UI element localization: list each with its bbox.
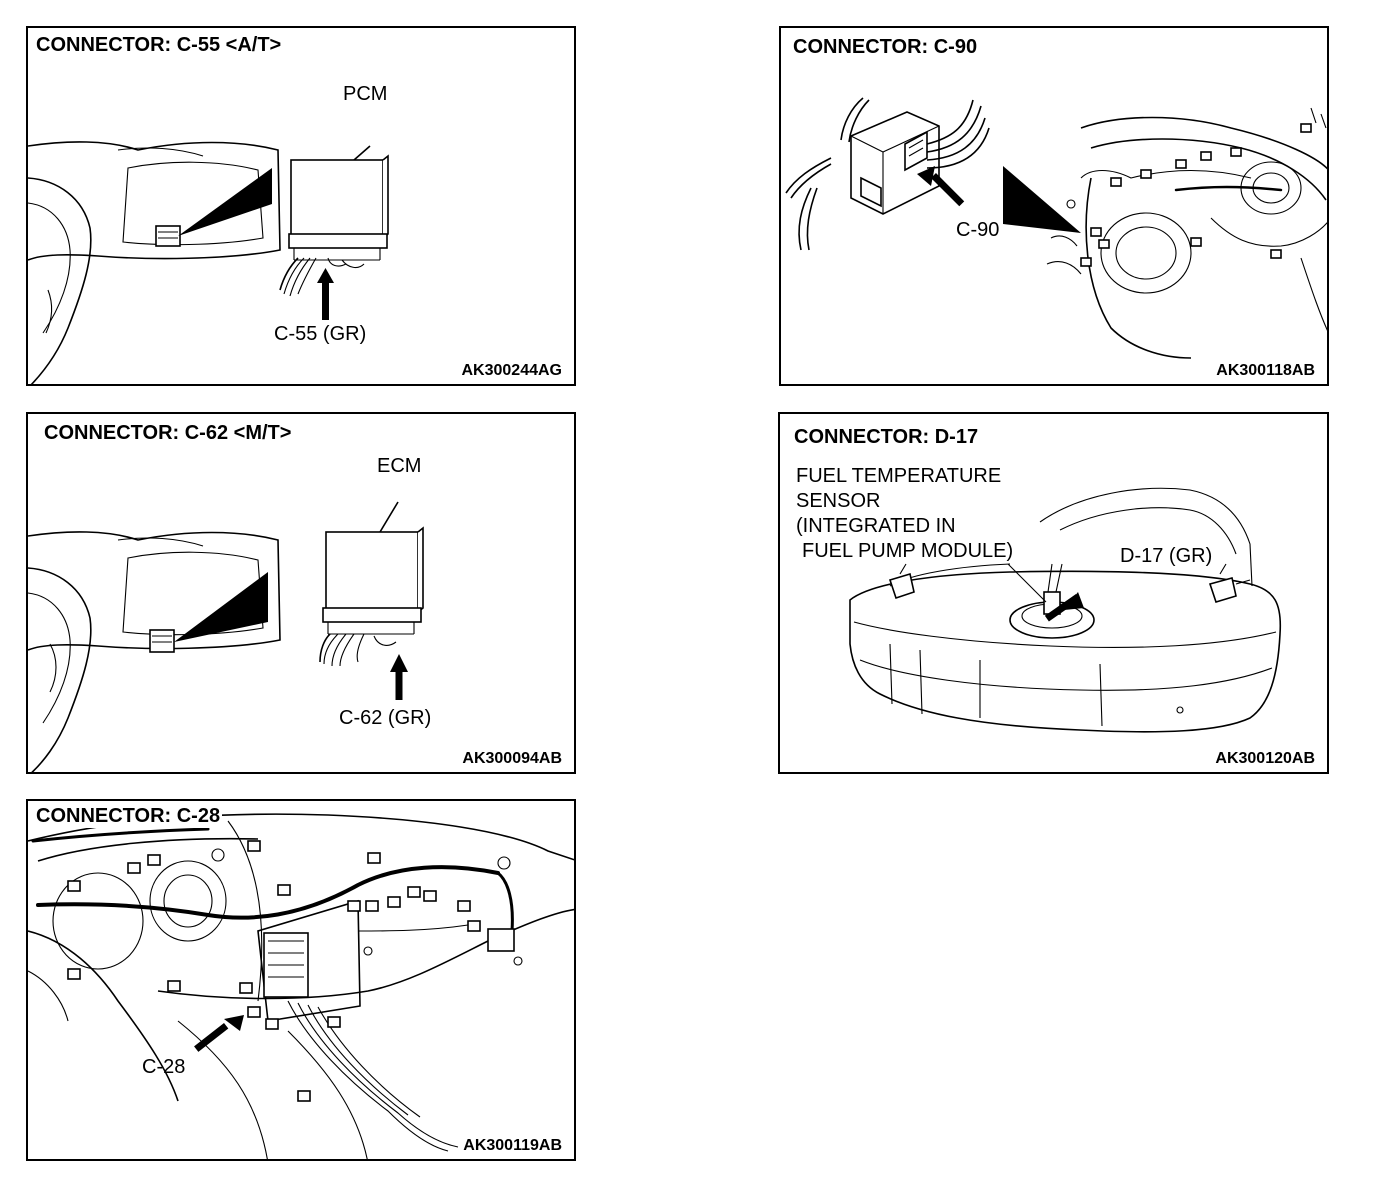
sensor-label: FUEL TEMPERATURE SENSOR (INTEGRATED IN F…	[796, 464, 1013, 564]
d17-illustration	[849, 487, 1282, 733]
panel-title-c28: CONNECTOR: C-28	[34, 805, 223, 828]
connector-label-d17: D-17 (GR)	[1120, 545, 1213, 567]
panel-connector-c62: CONNECTOR: C-62 <M/T> ECM C-62 (GR) AK30…	[26, 412, 576, 774]
connector-label-c28: C-28	[142, 1056, 186, 1078]
panel-connector-c55: CONNECTOR: C-55 <A/T> PCM C-55 (GR) AK30…	[26, 26, 576, 386]
sensor-label-line3: (INTEGRATED IN	[796, 515, 956, 537]
panel-connector-c90: CONNECTOR: C-90 C-90 AK300118AB	[779, 26, 1329, 386]
unit-label-ecm: ECM	[377, 455, 422, 477]
figure-code-c62: AK300094AB	[460, 750, 564, 768]
panel-title-c55: CONNECTOR: C-55 <A/T>	[34, 34, 284, 57]
sensor-label-line1: FUEL TEMPERATURE	[796, 465, 1002, 487]
sensor-label-line2: SENSOR	[796, 490, 881, 512]
panel-connector-c28: CONNECTOR: C-28 C-28 AK300119AB	[26, 799, 576, 1161]
c62-illustration	[28, 501, 424, 772]
figure-code-d17: AK300120AB	[1213, 750, 1317, 768]
c55-illustration	[28, 141, 389, 384]
connector-label-c62: C-62 (GR)	[339, 707, 432, 729]
figure-code-c90: AK300118AB	[1214, 362, 1317, 380]
connector-label-c90: C-90	[956, 219, 1000, 241]
panel-title-d17: CONNECTOR: D-17	[792, 426, 981, 449]
panel-title-c62: CONNECTOR: C-62 <M/T>	[42, 422, 294, 445]
connector-label-c55: C-55 (GR)	[274, 323, 367, 345]
panel-title-c90: CONNECTOR: C-90	[791, 36, 980, 59]
c90-illustration	[785, 97, 1327, 359]
figure-code-c28: AK300119AB	[461, 1137, 564, 1155]
sensor-label-line4: FUEL PUMP MODULE)	[802, 540, 1014, 562]
figure-code-c55: AK300244AG	[459, 362, 564, 380]
unit-label-pcm: PCM	[343, 83, 388, 105]
c28-illustration	[28, 813, 574, 1159]
panel-connector-d17: CONNECTOR: D-17 FUEL TEMPERATURE SENSOR …	[778, 412, 1329, 774]
